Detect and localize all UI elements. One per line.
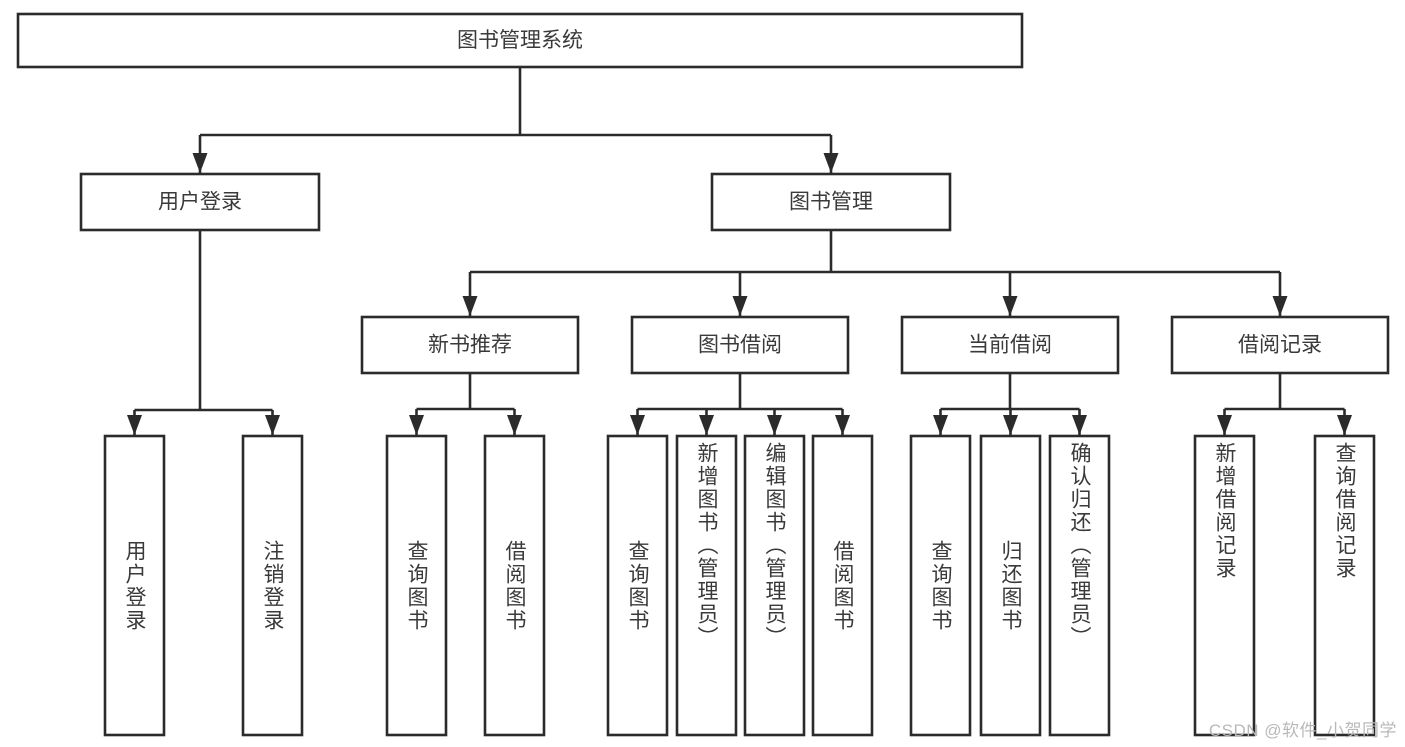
node-box-cb-query-book[interactable] [909,434,972,737]
arrow-head-icon [127,415,142,435]
node-box-br-add-record[interactable] [1193,434,1256,737]
arrow-head-icon [732,296,748,316]
arrow-head-icon [933,415,948,435]
node-box-user-logout-leaf[interactable] [241,434,304,737]
node-box-bb-query-book[interactable] [606,434,669,737]
node-label-undefined: 图书管理系统 [457,29,583,52]
arrow-head-icon [409,415,424,435]
node-box-current-borrow[interactable] [900,315,1120,375]
arrow-head-icon [1217,415,1232,435]
node-box-cb-confirm-return[interactable] [1048,434,1111,737]
arrow-head-icon [767,415,782,435]
arrow-head-icon [699,415,714,435]
node-box-nbr-query-book[interactable] [385,434,448,737]
csdn-watermark: CSDN @软件_小贺同学 [1208,721,1397,740]
node-box-borrow-record[interactable] [1170,315,1390,375]
arrow-head-icon [823,153,839,173]
arrow-head-icon [630,415,645,435]
arrow-head-icon [1003,415,1018,435]
node-label-book-borrow: 图书借阅 [698,334,782,357]
arrow-head-icon [835,415,850,435]
arrow-head-icon [1272,296,1288,316]
node-box-nbr-borrow-book[interactable] [483,434,546,737]
arrow-head-icon [1337,415,1352,435]
arrow-head-icon [462,296,478,316]
node-box-user-login[interactable] [79,172,321,232]
node-label-book-manage: 图书管理 [789,191,873,214]
node-label-user-login: 用户登录 [158,191,242,214]
arrow-head-icon [192,153,208,173]
connector-layer [127,67,1352,435]
node-label-borrow-record: 借阅记录 [1238,334,1322,357]
arrow-head-icon [507,415,522,435]
arrow-head-icon [1072,415,1087,435]
node-box-book-manage[interactable] [710,172,952,232]
node-label-new-book-rec: 新书推荐 [428,334,512,357]
node-box-br-query-record[interactable] [1313,434,1376,737]
node-box-undefined[interactable] [16,12,1024,69]
node-box-book-borrow[interactable] [630,315,850,375]
arrow-head-icon [1002,296,1018,316]
node-box-bb-add-book[interactable] [675,434,738,737]
node-box-cb-return-book[interactable] [979,434,1042,737]
node-box-new-book-rec[interactable] [360,315,580,375]
node-box-user-login-leaf[interactable] [103,434,166,737]
node-box-layer [16,12,1390,737]
node-label-current-borrow: 当前借阅 [968,334,1052,357]
node-box-bb-edit-book[interactable] [743,434,806,737]
node-box-bb-borrow-book[interactable] [811,434,874,737]
arrow-head-icon [265,415,280,435]
